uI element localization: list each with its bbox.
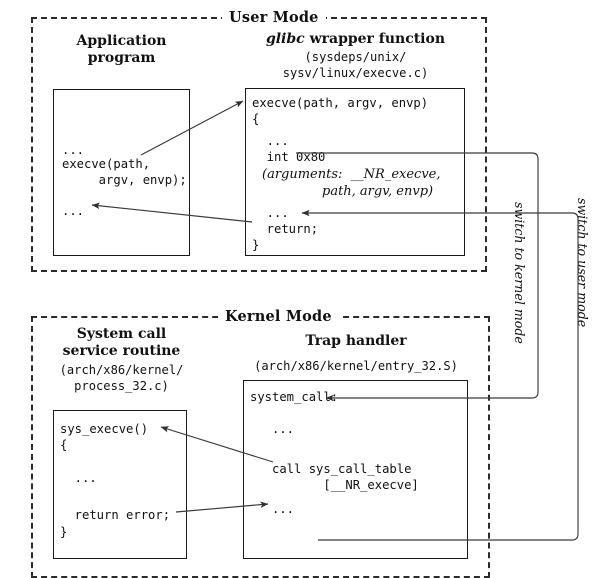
service-routine-path: (arch/x86/kernel/ process_32.c) (44, 362, 199, 394)
service-routine-heading-line2: service routine (62, 343, 181, 359)
glibc-heading-italic: glibc (265, 31, 305, 47)
application-program-heading: Application program (53, 33, 190, 67)
service-routine-code-dots: ... (60, 471, 97, 485)
service-routine-code-signature: sys_execve() (60, 422, 149, 436)
switch-to-user-mode-label: switch to user mode (575, 198, 590, 328)
glibc-path-line1: (sysdeps/unix/ (304, 50, 407, 64)
service-routine-heading-line1: System call (76, 326, 167, 342)
glibc-code-dots2: ... (252, 206, 289, 220)
glibc-code-open-brace: { (252, 112, 260, 126)
service-routine-heading: System call service routine (44, 326, 199, 360)
trap-handler-code-label: system_call: (250, 390, 339, 404)
trap-handler-code-call: call sys_call_table (250, 462, 412, 476)
glibc-heading-rest: wrapper function (304, 31, 446, 47)
application-code-line-dots2: ... (62, 204, 85, 218)
trap-handler-code-dots1: ... (250, 422, 295, 436)
glibc-wrapper-heading: glibc wrapper function (245, 31, 466, 48)
trap-handler-path: (arch/x86/kernel/entry_32.S) (254, 359, 458, 373)
glibc-code-close-brace: } (252, 238, 260, 252)
glibc-code-signature: execve(path, argv, envp) (252, 96, 429, 110)
service-routine-path-line2: process_32.c) (74, 379, 169, 393)
glibc-path-line2: sysv/linux/execve.c) (282, 66, 429, 80)
glibc-code-arguments-line1: (arguments: __NR_execve, (262, 167, 441, 182)
glibc-code-int-0x80: int 0x80 (252, 150, 326, 164)
application-code-line-execve: execve(path, (62, 157, 151, 171)
service-routine-code-open-brace: { (60, 438, 68, 452)
application-code-line-args: argv, envp); (62, 173, 187, 187)
trap-handler-heading: Trap handler (305, 333, 407, 349)
kernel-mode-title: Kernel Mode (218, 308, 339, 325)
service-routine-code-close-brace: } (60, 525, 68, 539)
user-mode-title: User Mode (222, 9, 326, 26)
glibc-code-dots1: ... (252, 134, 289, 148)
glibc-path: (sysdeps/unix/ sysv/linux/execve.c) (245, 49, 466, 81)
switch-to-kernel-mode-label: switch to kernel mode (512, 202, 527, 344)
glibc-code-return: return; (252, 222, 319, 236)
service-routine-code-return-error: return error; (60, 508, 171, 522)
trap-handler-code-index: [__NR_execve] (250, 478, 419, 492)
service-routine-path-line1: (arch/x86/kernel/ (59, 363, 184, 377)
application-code-line-dots1: ... (62, 143, 85, 157)
application-program-heading-line2: program (87, 50, 156, 66)
glibc-code-arguments-line2: path, argv, envp) (322, 184, 434, 199)
application-program-heading-line1: Application (76, 33, 167, 49)
trap-handler-code-dots2: ... (250, 502, 295, 516)
